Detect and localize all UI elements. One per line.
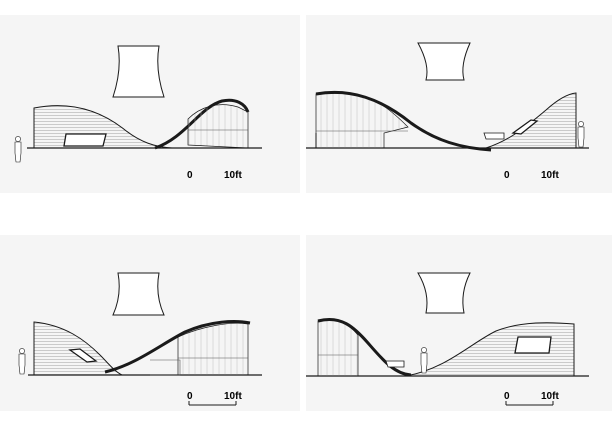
scale-figure <box>18 348 26 375</box>
scale-zero-label: 0 <box>504 391 510 402</box>
glazed-facade <box>187 104 249 149</box>
elevation-drawing-1 <box>14 45 262 163</box>
glazed-facade <box>177 322 249 376</box>
scale-zero-label: 0 <box>187 170 193 181</box>
scale-length-label: 10ft <box>224 391 242 402</box>
scale-length-label: 10ft <box>541 170 559 181</box>
elevation-drawing-2 <box>306 42 589 152</box>
deck-ledge <box>150 359 181 376</box>
wall-window <box>63 133 107 147</box>
left-curved-wall <box>33 321 123 376</box>
wall-window <box>514 336 552 354</box>
scale-bar <box>505 401 554 406</box>
roof-band <box>315 90 492 152</box>
roof-band <box>104 320 251 374</box>
scale-zero-label: 0 <box>504 170 510 181</box>
scale-figure <box>14 136 22 163</box>
scale-figure <box>420 347 428 374</box>
floating-chimney <box>112 45 165 98</box>
elevation-panel-top-left: 0 10ft <box>0 15 300 193</box>
deck-ledge <box>385 360 405 368</box>
right-curved-wall <box>405 322 575 377</box>
glazed-facade <box>315 92 409 149</box>
elevation-panel-top-right: 0 10ft <box>306 15 612 193</box>
scale-zero-label: 0 <box>187 391 193 402</box>
elevation-drawing-4 <box>306 272 589 406</box>
deck-ledge <box>483 132 505 140</box>
roof-band <box>317 318 412 377</box>
scale-length-label: 10ft <box>224 170 242 181</box>
roof-band <box>154 98 250 150</box>
elevation-drawing-3 <box>18 272 262 406</box>
wall-window <box>511 119 539 135</box>
wall-window <box>68 348 98 363</box>
elevation-panel-bottom-left: 0 10ft <box>0 235 300 411</box>
elevation-panel-bottom-right: 0 10ft <box>306 235 612 411</box>
floating-chimney <box>112 272 165 316</box>
scale-length-label: 10ft <box>541 391 559 402</box>
scale-bar <box>188 401 237 406</box>
right-curved-wall <box>485 92 577 149</box>
scale-figure <box>577 121 585 148</box>
floating-chimney <box>417 272 471 314</box>
floating-chimney <box>417 42 471 81</box>
